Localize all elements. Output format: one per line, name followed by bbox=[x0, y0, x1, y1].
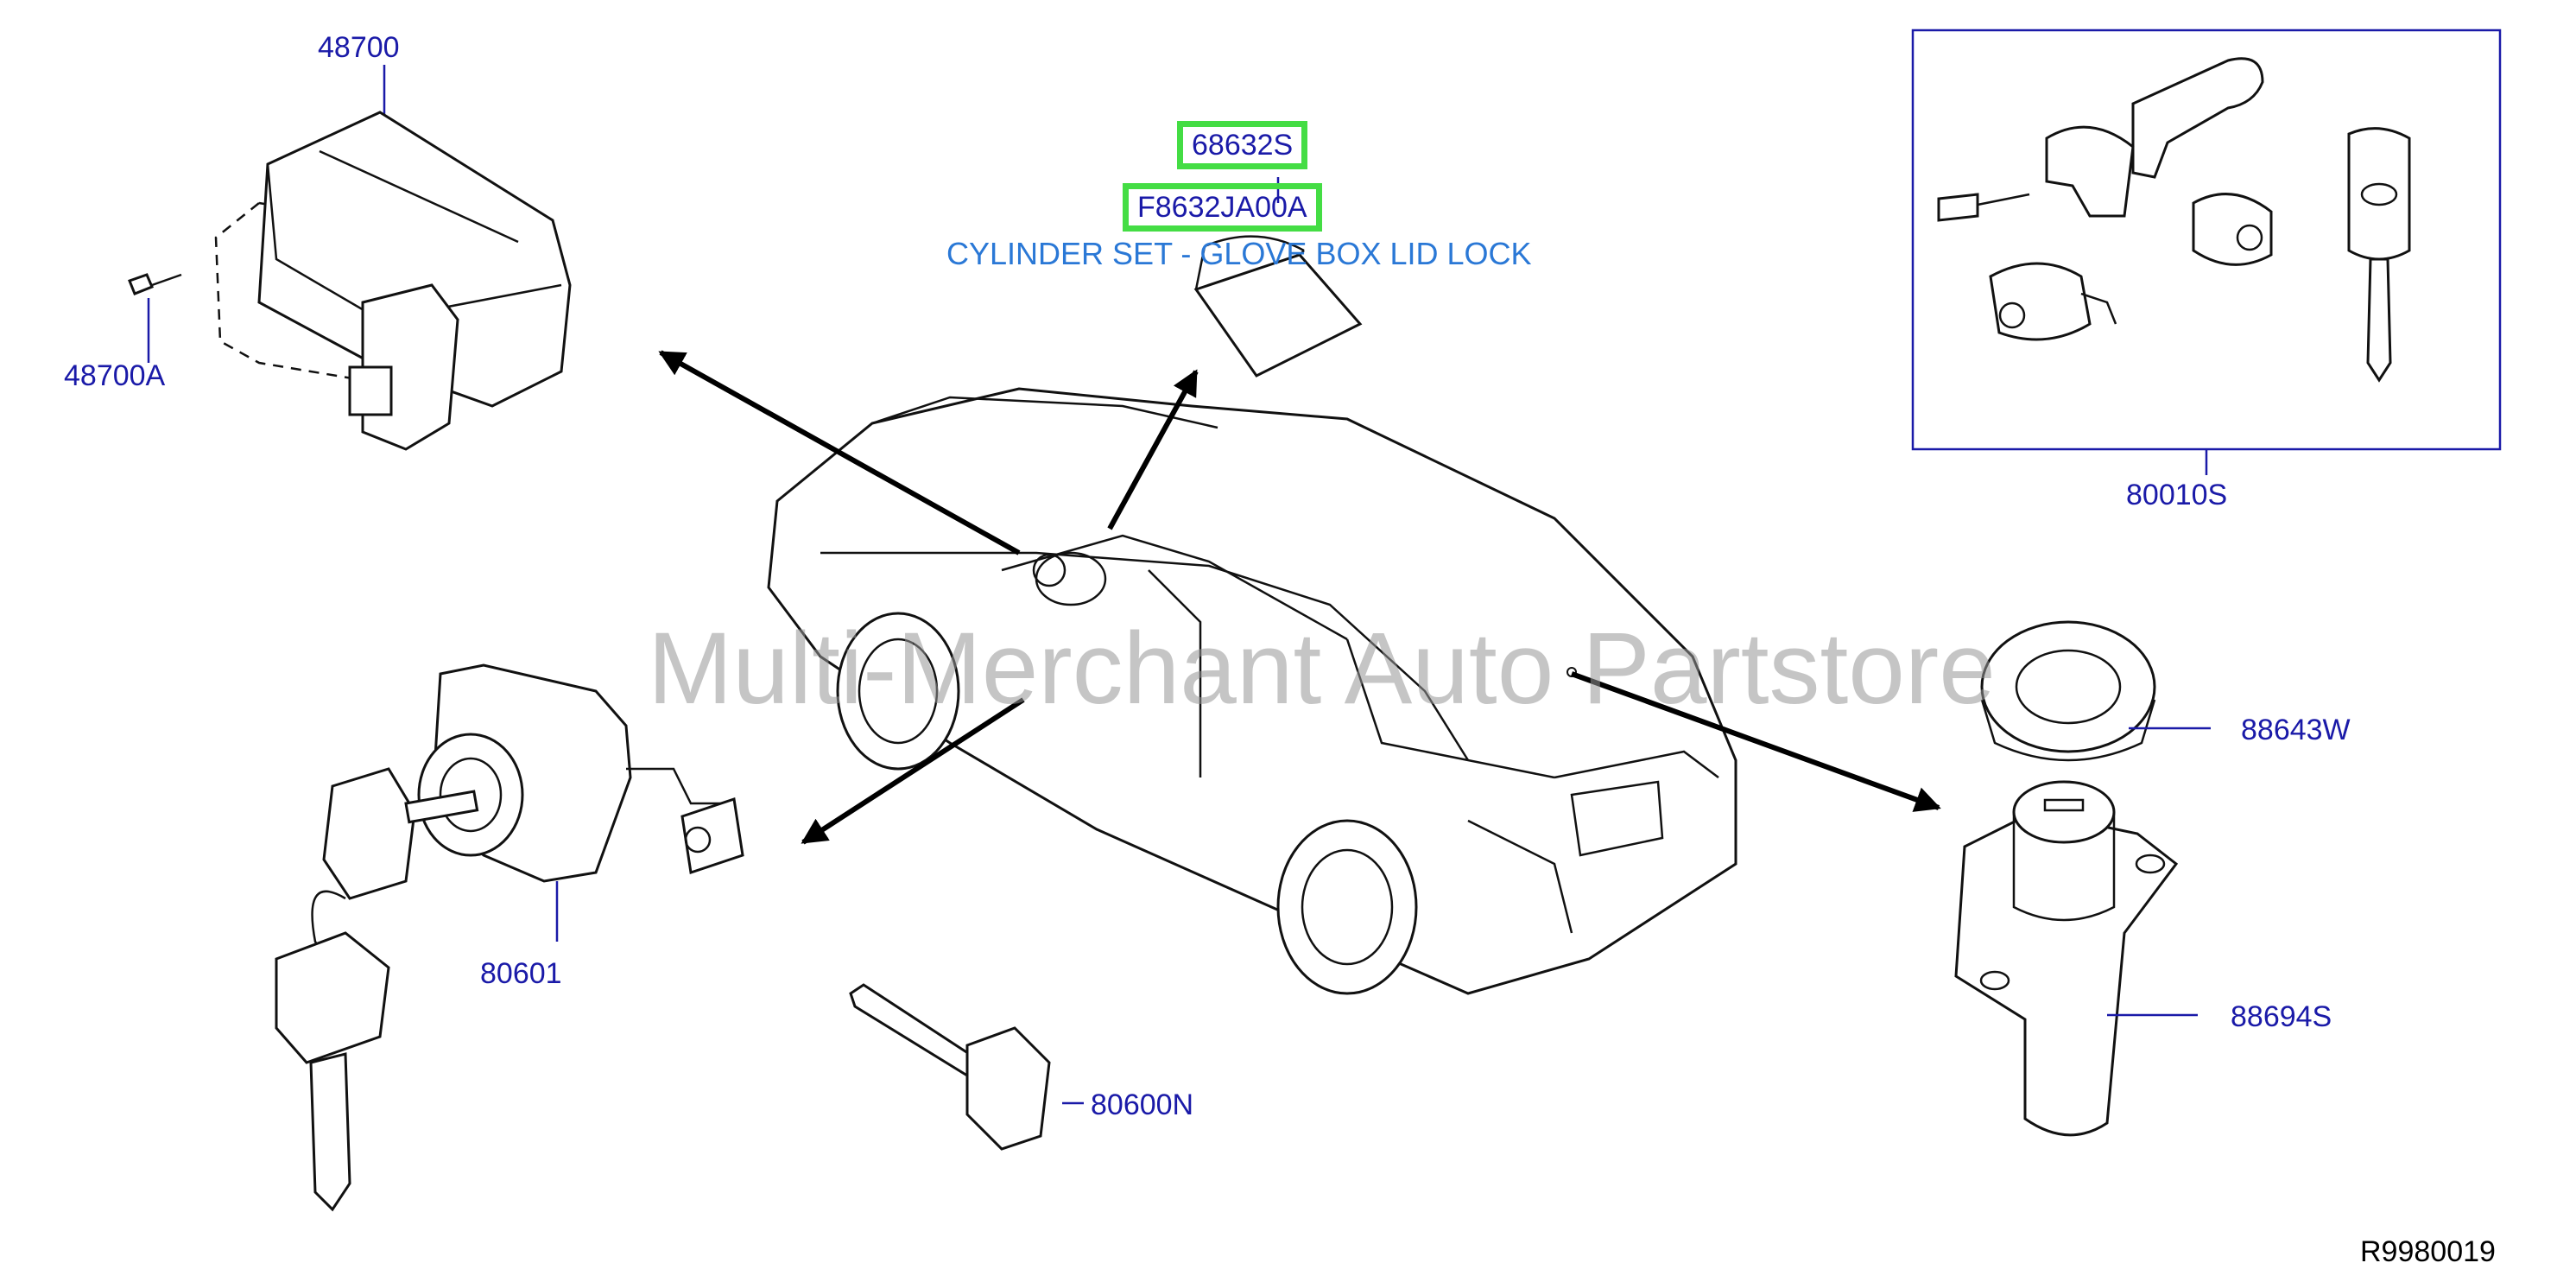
vehicle-outline-drawing bbox=[767, 387, 1737, 995]
callout-68632S[interactable]: 68632S bbox=[1177, 121, 1308, 169]
door-lock-80601-drawing bbox=[275, 663, 744, 1212]
callout-80010S[interactable]: 80010S bbox=[2126, 479, 2228, 511]
key-80600N-drawing bbox=[849, 983, 1084, 1151]
lock-set-80010S-drawing bbox=[1911, 29, 2502, 475]
diagram-reference-code: R9980019 bbox=[2360, 1235, 2496, 1268]
callout-88643W[interactable]: 88643W bbox=[2241, 714, 2351, 746]
callout-88694S[interactable]: 88694S bbox=[2231, 1000, 2332, 1033]
trunk-lock-drawing bbox=[1954, 620, 2211, 1137]
pointer-arrows bbox=[658, 350, 1941, 845]
callout-80600N[interactable]: 80600N bbox=[1091, 1088, 1194, 1121]
callout-F8632JA00A[interactable]: F8632JA00A bbox=[1123, 183, 1322, 232]
glove-box-lock-drawing bbox=[1193, 177, 1363, 378]
part-description: CYLINDER SET - GLOVE BOX LID LOCK bbox=[946, 236, 1532, 271]
callout-80601[interactable]: 80601 bbox=[480, 957, 562, 990]
callout-48700A[interactable]: 48700A bbox=[64, 359, 166, 392]
callout-48700[interactable]: 48700 bbox=[318, 31, 400, 64]
watermark-text: Multi-Merchant Auto Partstore bbox=[648, 612, 1996, 726]
control-unit-48700-drawing bbox=[128, 65, 572, 451]
